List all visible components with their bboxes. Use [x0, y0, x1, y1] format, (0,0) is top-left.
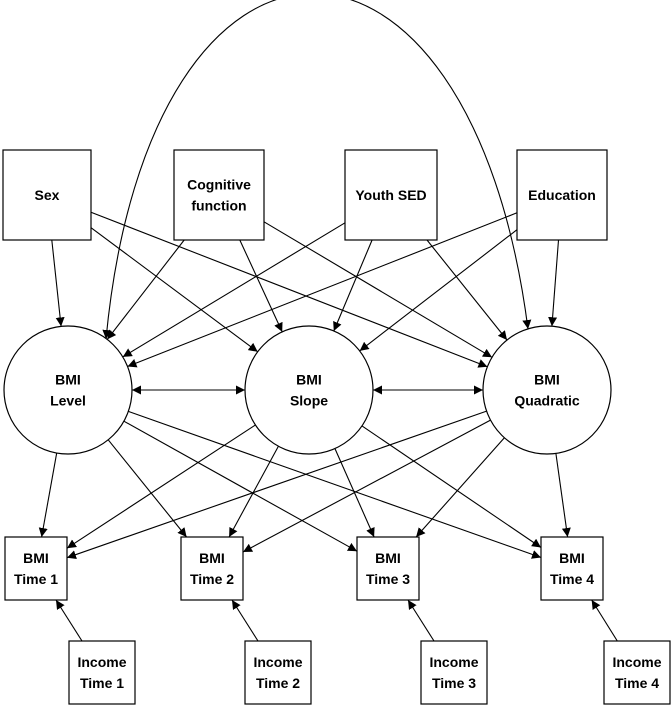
- path-arrow-bmi-level-to-bmi-t2: [107, 439, 188, 538]
- path-arrow-sex-to-bmi-quadratic: [90, 211, 488, 368]
- node-label-line: Income: [612, 654, 661, 670]
- path-arrow-income-t1-to-bmi-t1: [55, 599, 83, 642]
- node-bmi-t3: BMI Time 3: [356, 536, 420, 601]
- node-label-line: BMI: [559, 550, 585, 566]
- path-arrow-sex-to-bmi-slope: [90, 227, 259, 353]
- path-arrow-education-to-bmi-slope: [359, 229, 518, 352]
- node-label-line: Level: [50, 393, 86, 409]
- node-label-line: Youth SED: [355, 187, 426, 203]
- observed-variable-box: [244, 640, 312, 705]
- nodes-layer: Sex Cognitive function Youth SED EducationBM…: [2, 149, 671, 705]
- observed-variable-box: [180, 536, 244, 601]
- node-label-line: Time 4: [615, 675, 659, 691]
- path-arrow-bmi-quadratic-to-bmi-t4: [555, 453, 571, 538]
- observed-variable-box: [603, 640, 671, 705]
- latent-factor-circle: [244, 325, 374, 455]
- node-label-line: Slope: [290, 393, 328, 409]
- node-label-line: BMI: [375, 550, 401, 566]
- path-arrow-bmi-slope-to-bmi-t1: [66, 424, 256, 549]
- path-arrow-income-t4-to-bmi-t4: [591, 599, 618, 642]
- node-label-line: Time 3: [366, 571, 410, 587]
- observed-variable-box: [2, 149, 92, 241]
- node-label-line: Time 1: [14, 571, 58, 587]
- node-label-line: Sex: [35, 187, 60, 203]
- path-arrow-bmi-quadratic-to-bmi-t2: [242, 419, 491, 553]
- node-label-line: Time 1: [80, 675, 124, 691]
- observed-variable-box: [420, 640, 488, 705]
- path-arrow-education-to-bmi-level: [127, 212, 518, 368]
- node-cognitive: Cognitive function: [173, 149, 265, 241]
- path-arrow-youth-sed-to-bmi-slope: [333, 239, 373, 332]
- observed-variable-box: [4, 536, 68, 601]
- node-label-line: Time 2: [190, 571, 234, 587]
- node-label-line: BMI: [23, 550, 49, 566]
- node-label-line: BMI: [534, 372, 560, 388]
- node-bmi-t1: BMI Time 1: [4, 536, 68, 601]
- node-label-line: Income: [429, 654, 478, 670]
- observed-variable-box: [516, 149, 608, 241]
- path-arrow-bmi-slope-to-bmi-t4: [361, 425, 542, 548]
- path-arrow-bmi-slope-to-bmi-t2: [228, 445, 279, 538]
- latent-factor-circle: [482, 325, 612, 455]
- path-arrow-education-to-bmi-quadratic: [548, 239, 560, 327]
- path-arrow-cognitive-to-bmi-slope: [239, 239, 283, 333]
- covariance-arc-level-quadratic: [102, 0, 532, 340]
- node-youth-sed: Youth SED: [344, 149, 438, 241]
- node-bmi-t4: BMI Time 4: [540, 536, 604, 601]
- node-label-line: BMI: [199, 550, 225, 566]
- node-label-line: function: [191, 198, 246, 214]
- node-label-line: Income: [253, 654, 302, 670]
- path-arrow-bmi-level-to-bmi-t3: [123, 420, 358, 552]
- observed-variable-box: [68, 640, 136, 705]
- node-label-line: Time 3: [432, 675, 476, 691]
- node-label-line: Cognitive: [187, 177, 251, 193]
- node-bmi-quadratic: BMI Quadratic: [482, 325, 612, 455]
- observed-variable-box: [540, 536, 604, 601]
- path-arrow-bmi-level-to-bmi-t1: [38, 452, 58, 538]
- path-arrow-sex-to-bmi-level: [51, 239, 65, 327]
- observed-variable-box: [356, 536, 420, 601]
- node-label-line: Time 2: [256, 675, 300, 691]
- node-label-line: Quadratic: [514, 393, 580, 409]
- node-bmi-level: BMI Level: [3, 325, 133, 455]
- node-bmi-slope: BMI Slope: [244, 325, 374, 455]
- node-sex: Sex: [2, 149, 92, 241]
- edges-layer: [38, 0, 618, 642]
- node-label-line: BMI: [296, 372, 322, 388]
- node-education: Education: [516, 149, 608, 241]
- path-arrow-bmi-quadratic-to-bmi-t1: [66, 410, 487, 559]
- observed-variable-box: [173, 149, 265, 241]
- node-label-line: Income: [77, 654, 126, 670]
- path-arrow-income-t3-to-bmi-t3: [407, 599, 435, 642]
- node-label-line: BMI: [55, 372, 81, 388]
- path-arrow-cognitive-to-bmi-level: [106, 239, 185, 340]
- path-arrow-bmi-quadratic-to-bmi-t3: [415, 437, 505, 538]
- path-arrow-bmi-level-to-bmi-t4: [128, 410, 542, 559]
- latent-factor-circle: [3, 325, 133, 455]
- observed-variable-box: [344, 149, 438, 241]
- node-label-line: Time 4: [550, 571, 594, 587]
- path-arrow-income-t2-to-bmi-t2: [231, 599, 259, 642]
- node-label-line: Education: [528, 187, 596, 203]
- node-bmi-t2: BMI Time 2: [180, 536, 244, 601]
